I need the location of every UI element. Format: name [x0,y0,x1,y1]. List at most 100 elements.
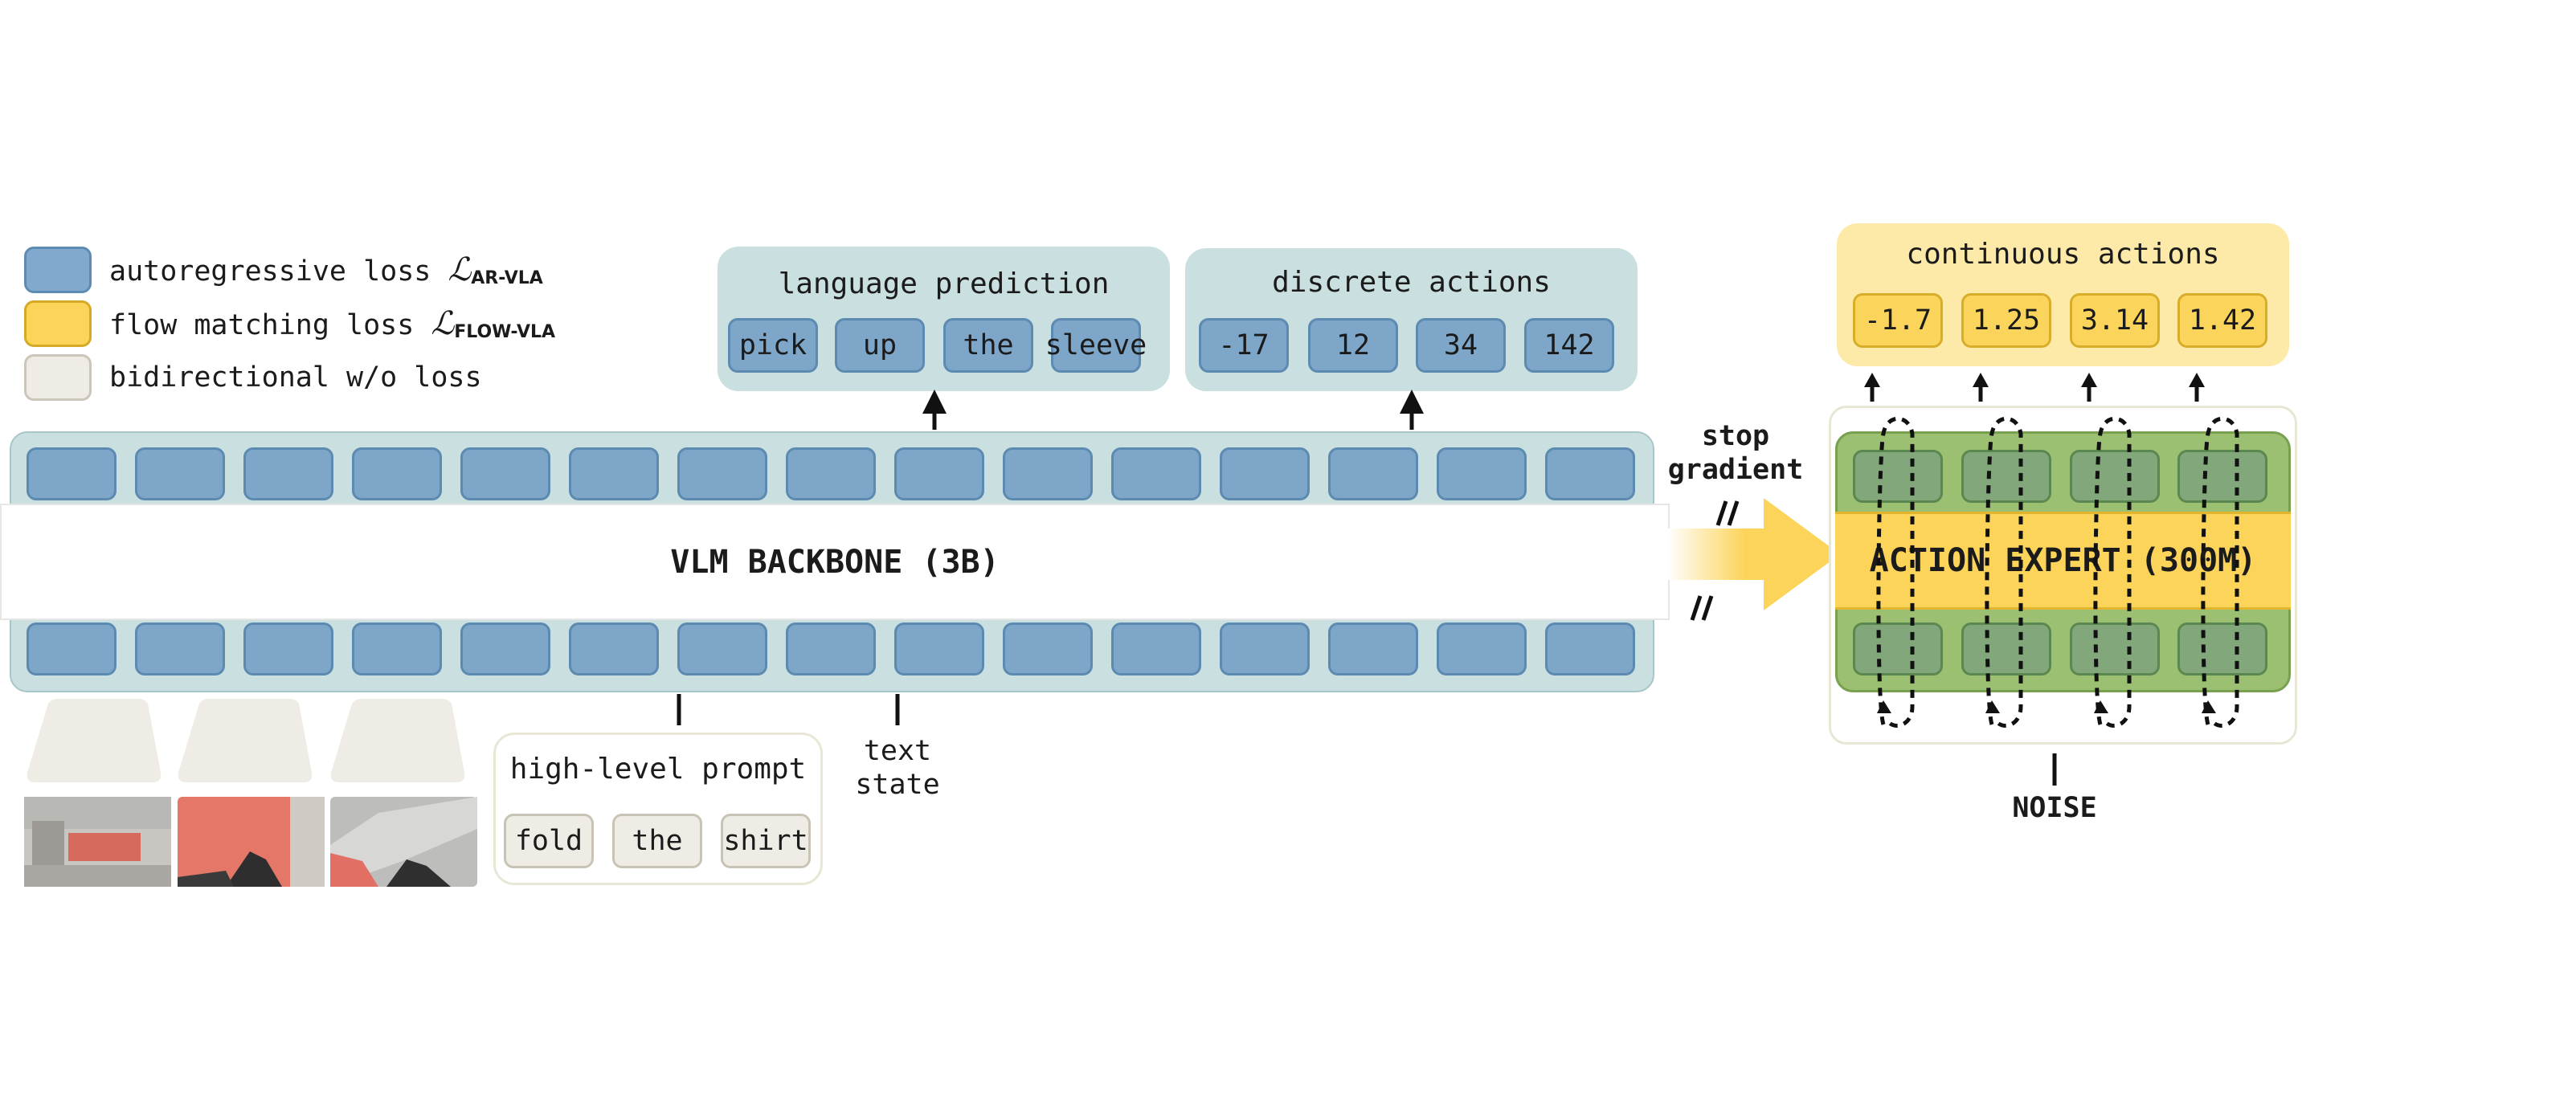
text-state-line2: state [855,769,940,801]
legend-subscript-1: FLOW-VLA [454,322,556,342]
stop-gradient-mark-bottom [1690,595,1714,621]
vlm-token-bottom-3 [352,622,442,676]
expert-token-top-3 [2177,450,2267,503]
vlm-token-top-14 [1545,447,1635,500]
vlm-token-bottom-12 [1328,622,1418,676]
legend-swatch-0 [24,247,92,293]
continuous-token-2: 3.14 [2070,293,2160,348]
vlm-token-bottom-13 [1437,622,1527,676]
vlm-token-top-1 [135,447,225,500]
vlm-token-top-11 [1220,447,1310,500]
discrete-token-0: -17 [1199,318,1289,373]
flow-loop-0 [1876,416,1915,728]
language-prediction-title: language prediction [778,267,1110,300]
continuous-actions-title: continuous actions [1906,238,2220,271]
vlm-token-top-13 [1437,447,1527,500]
discrete-token-2: 34 [1416,318,1506,373]
expert-token-bottom-3 [2177,622,2267,676]
vlm-token-top-2 [243,447,333,500]
flow-loop-arrowhead-2 [2094,700,2108,713]
discrete-token-3: 142 [1524,318,1614,373]
expert-token-top-2 [2070,450,2160,503]
stop-gradient-line1: stop [1701,420,1770,452]
legend-swatch-2 [24,354,92,401]
language-token-0: pick [728,318,818,373]
vlm-token-top-6 [677,447,767,500]
prompt-token-0: fold [504,814,594,868]
prompt-token-1: the [612,814,702,868]
continuous-token-3: 1.42 [2177,293,2267,348]
vlm-token-top-4 [460,447,550,500]
text-state-label: text state [817,734,978,802]
vlm-token-bottom-2 [243,622,333,676]
legend-math-0: ℒ [448,251,472,288]
legend-subscript-0: AR-VLA [471,268,543,288]
expert-token-top-1 [1961,450,2051,503]
expert-token-bottom-2 [2070,622,2160,676]
flow-loop-3 [2201,416,2239,728]
vlm-token-bottom-14 [1545,622,1635,676]
camera-image-2 [178,797,325,887]
vlm-token-bottom-5 [569,622,659,676]
discrete-token-1: 12 [1308,318,1398,373]
legend-label-0: autoregressive loss ℒAR-VLA [109,247,543,293]
camera-image-3 [330,797,477,887]
vlm-token-bottom-0 [27,622,117,676]
legend-label-2: bidirectional w/o loss [109,354,482,401]
high-level-prompt-title: high-level prompt [509,753,807,786]
legend-math-1: ℒ [431,305,455,342]
vlm-token-bottom-7 [786,622,876,676]
language-token-3: sleeve [1045,318,1147,373]
vlm-token-bottom-11 [1220,622,1310,676]
action-expert-label: ACTION EXPERT (300M) [1869,542,2257,579]
image-token-shapes [27,699,465,782]
vlm-token-top-12 [1328,447,1418,500]
language-token-2: the [943,318,1033,373]
output-arrow-head-2 [2081,373,2097,387]
vlm-token-top-7 [786,447,876,500]
vlm-token-top-10 [1111,447,1201,500]
output-arrow-head-1 [1973,373,1989,387]
legend-label-1: flow matching loss ℒFLOW-VLA [109,300,555,347]
vlm-token-bottom-9 [1003,622,1093,676]
vlm-token-top-3 [352,447,442,500]
flow-loop-2 [2093,416,2132,728]
vlm-token-bottom-6 [677,622,767,676]
vlm-token-top-8 [894,447,984,500]
output-arrow-head-3 [2189,373,2205,387]
flow-loop-arrowhead-1 [1985,700,2000,713]
stop-gradient-mark-top [1715,500,1740,526]
expert-token-bottom-0 [1853,622,1943,676]
vlm-token-top-5 [569,447,659,500]
expert-token-bottom-1 [1961,622,2051,676]
discrete-actions-title: discrete actions [1272,266,1551,299]
noise-label: NOISE [2012,792,2097,824]
expert-token-top-0 [1853,450,1943,503]
legend-text-0: autoregressive loss [109,255,448,288]
vlm-token-bottom-4 [460,622,550,676]
flow-loop-arrowhead-3 [2202,700,2216,713]
text-state-line1: text [863,735,932,767]
vlm-token-bottom-8 [894,622,984,676]
vlm-token-top-0 [27,447,117,500]
flow-loop-1 [1985,416,2023,728]
stop-gradient-label: stop gradient [1655,419,1816,487]
stop-gradient-arrow [1667,498,1840,610]
vlm-token-bottom-10 [1111,622,1201,676]
vlm-token-bottom-1 [135,622,225,676]
continuous-token-1: 1.25 [1961,293,2051,348]
camera-image-1 [24,797,171,887]
stop-gradient-line2: gradient [1667,454,1804,486]
legend-text-2: bidirectional w/o loss [109,361,482,394]
vlm-backbone-bar: VLM BACKBONE (3B) [0,504,1670,620]
legend-swatch-1 [24,300,92,347]
vlm-token-top-9 [1003,447,1093,500]
legend-text-1: flow matching loss [109,309,431,341]
prompt-token-2: shirt [721,814,811,868]
output-arrow-head-0 [1864,373,1880,387]
flow-loop-arrowhead-0 [1877,700,1891,713]
language-token-1: up [835,318,925,373]
continuous-token-0: -1.7 [1853,293,1943,348]
